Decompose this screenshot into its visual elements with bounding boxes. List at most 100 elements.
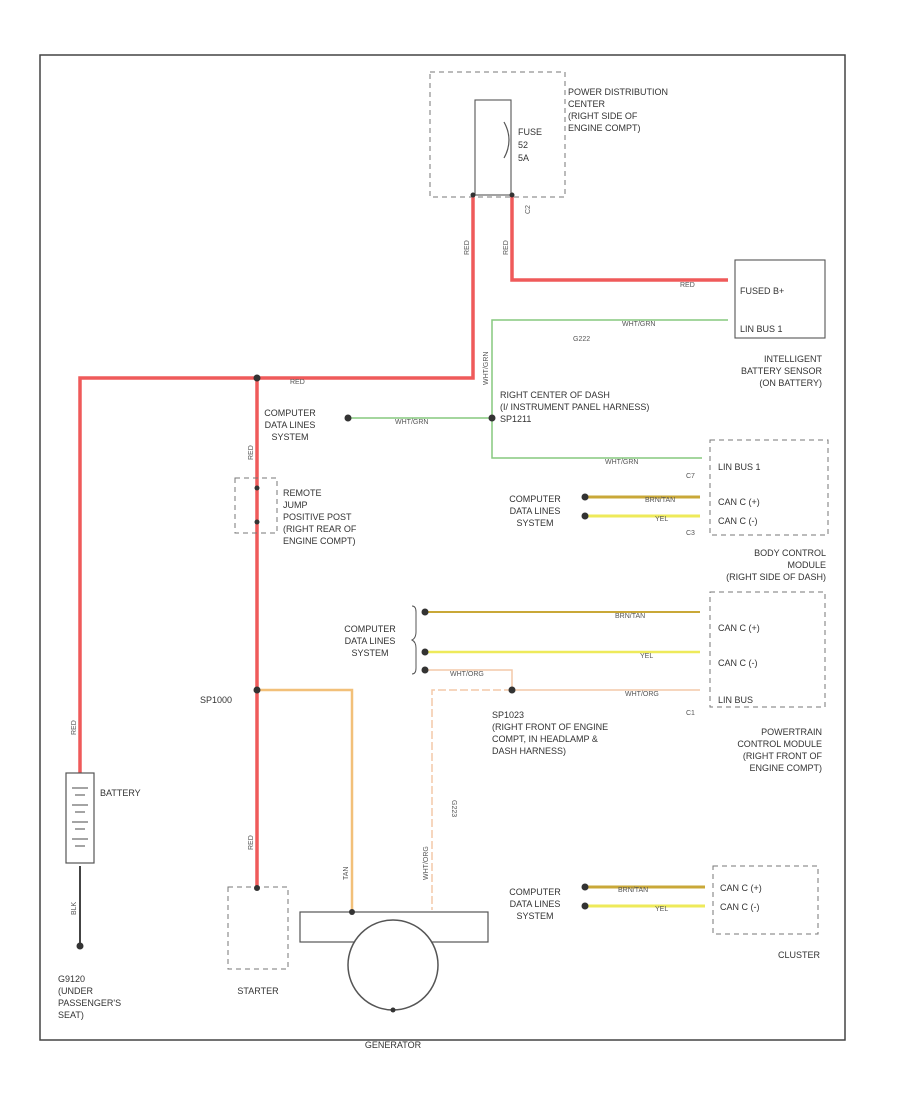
- wire-label-lin-vert: WHT/GRN: [483, 352, 490, 385]
- terminal-jump-2: [254, 519, 260, 525]
- wire-label-lin-bcm: WHT/GRN: [605, 459, 638, 466]
- svg-text:SP1211: SP1211: [500, 414, 531, 424]
- svg-text:DATA LINES: DATA LINES: [510, 899, 561, 909]
- wire-layer: [78, 195, 728, 946]
- svg-text:52: 52: [518, 140, 528, 150]
- svg-text:SYSTEM: SYSTEM: [271, 432, 308, 442]
- svg-text:POSITIVE POST: POSITIVE POST: [283, 512, 352, 522]
- svg-text:DASH HARNESS): DASH HARNESS): [492, 746, 566, 756]
- svg-text:POWER DISTRIBUTION: POWER DISTRIBUTION: [568, 87, 668, 97]
- svg-text:POWERTRAIN: POWERTRAIN: [761, 727, 822, 737]
- splice-sp-main: [253, 374, 261, 382]
- svg-text:FUSE: FUSE: [518, 127, 542, 137]
- pcm-pin-lin: LIN BUS: [718, 695, 753, 705]
- generator-label: GENERATOR: [365, 1040, 422, 1050]
- battery-cells: [72, 787, 88, 847]
- wire-label-ground: BLK: [71, 901, 78, 915]
- svg-text:SEAT): SEAT): [58, 1010, 84, 1020]
- terminal-cds-3c: [421, 666, 429, 674]
- svg-text:BATTERY SENSOR: BATTERY SENSOR: [741, 366, 823, 376]
- terminal-cds-1: [344, 414, 352, 422]
- connector-c2: C2: [525, 205, 532, 214]
- terminal-fuse-1: [470, 192, 476, 198]
- svg-text:COMPT, IN HEADLAMP &: COMPT, IN HEADLAMP &: [492, 734, 598, 744]
- fuse-label: FUSE 52 5A: [518, 127, 542, 163]
- wire-label-lin-ibs: WHT/GRN: [622, 321, 655, 328]
- svg-text:SYSTEM: SYSTEM: [516, 911, 553, 921]
- bcm-pin-can-hi: CAN C (+): [718, 497, 760, 507]
- svg-text:(RIGHT FRONT OF: (RIGHT FRONT OF: [743, 751, 823, 761]
- splice-sp1000: [253, 686, 261, 694]
- wire-label-red-top: RED: [290, 379, 305, 386]
- terminal-generator: [349, 909, 355, 915]
- ibs-label: INTELLIGENT BATTERY SENSOR (ON BATTERY): [741, 354, 823, 388]
- wire-label-can-hi-bcm: BRN/TAN: [645, 497, 675, 504]
- svg-text:(RIGHT SIDE OF: (RIGHT SIDE OF: [568, 111, 638, 121]
- battery-symbol: [65, 772, 95, 864]
- svg-text:MODULE: MODULE: [787, 560, 826, 570]
- terminal-cds-3b: [421, 648, 429, 656]
- svg-text:COMPUTER: COMPUTER: [344, 624, 396, 634]
- svg-text:SYSTEM: SYSTEM: [516, 518, 553, 528]
- terminal-cds-3a: [421, 608, 429, 616]
- cds-label-4: COMPUTER DATA LINES SYSTEM: [509, 887, 561, 921]
- ground-label: G9120 (UNDER PASSENGER'S SEAT): [58, 974, 121, 1020]
- svg-text:RIGHT CENTER OF DASH: RIGHT CENTER OF DASH: [500, 390, 610, 400]
- bcm-pin-lin: LIN BUS 1: [718, 462, 761, 472]
- wire-label-red-vert2: RED: [503, 240, 510, 255]
- wire-lin-pcm-cds: [425, 669, 513, 690]
- ibs-pin-fused: FUSED B+: [740, 286, 784, 296]
- terminal-jump-1: [254, 485, 260, 491]
- pcm-pin-can-lo: CAN C (-): [718, 658, 758, 668]
- starter-label: STARTER: [237, 986, 279, 996]
- wire-label-can-lo-pcm: YEL: [640, 653, 653, 660]
- fuse-symbol: [503, 121, 510, 159]
- connector-c1: C1: [686, 710, 695, 717]
- svg-text:JUMP: JUMP: [283, 500, 308, 510]
- wire-lin-generator: [431, 689, 512, 910]
- connector-c7: C7: [686, 473, 695, 480]
- starter-box: [227, 886, 289, 970]
- connector-c3: C3: [686, 530, 695, 537]
- junction-dots: [76, 192, 589, 1013]
- pcm-pin-can-hi: CAN C (+): [718, 623, 760, 633]
- terminal-fuse-2: [509, 192, 515, 198]
- svg-text:ENGINE COMPT): ENGINE COMPT): [283, 536, 356, 546]
- remote-jump-label: REMOTE JUMP POSITIVE POST (RIGHT REAR OF…: [283, 488, 357, 546]
- svg-text:(RIGHT REAR OF: (RIGHT REAR OF: [283, 524, 357, 534]
- svg-text:COMPUTER: COMPUTER: [509, 887, 561, 897]
- wire-label-lin-pcm: WHT/ORG: [625, 691, 659, 698]
- svg-text:5A: 5A: [518, 153, 529, 163]
- battery-label: BATTERY: [100, 788, 141, 798]
- bcm-pin-can-lo: CAN C (-): [718, 516, 758, 526]
- bcm-box: [709, 439, 829, 536]
- svg-text:DATA LINES: DATA LINES: [510, 506, 561, 516]
- splice-engine-label: SP1023 (RIGHT FRONT OF ENGINE COMPT, IN …: [492, 710, 608, 756]
- remote-jump-box: [234, 477, 278, 534]
- wire-label-lin-cds: WHT/GRN: [395, 419, 428, 426]
- cluster-pin-can-hi: CAN C (+): [720, 883, 762, 893]
- svg-text:PASSENGER'S: PASSENGER'S: [58, 998, 121, 1008]
- wire-label-red-mid: RED: [248, 445, 255, 460]
- pdc-label: POWER DISTRIBUTION CENTER (RIGHT SIDE OF…: [568, 87, 668, 133]
- cluster-label: CLUSTER: [778, 950, 821, 960]
- wire-label-can-lo-bcm: YEL: [655, 516, 668, 523]
- wire-label-red-vert1: RED: [464, 240, 471, 255]
- splice-dash-label: RIGHT CENTER OF DASH (I/ INSTRUMENT PANE…: [500, 390, 649, 424]
- ibs-pin-lin: LIN BUS 1: [740, 324, 783, 334]
- svg-text:DATA LINES: DATA LINES: [265, 420, 316, 430]
- diagram-frame: [39, 54, 846, 1041]
- pcm-label: POWERTRAIN CONTROL MODULE (RIGHT FRONT O…: [737, 727, 822, 773]
- svg-text:BODY CONTROL: BODY CONTROL: [754, 548, 826, 558]
- svg-text:CENTER: CENTER: [568, 99, 606, 109]
- svg-text:COMPUTER: COMPUTER: [264, 408, 316, 418]
- wire-label-lin-pcm-cds: WHT/ORG: [450, 671, 484, 678]
- wire-lin-ibs: [491, 319, 728, 459]
- cds-label-3: COMPUTER DATA LINES SYSTEM: [344, 624, 396, 658]
- sp1000-label: SP1000: [200, 695, 232, 705]
- wire-label-red-ibs: RED: [680, 282, 695, 289]
- wire-label-tan-gen: TAN: [343, 867, 350, 880]
- svg-text:(RIGHT FRONT OF ENGINE: (RIGHT FRONT OF ENGINE: [492, 722, 608, 732]
- svg-text:(I/ INSTRUMENT PANEL HARNESS): (I/ INSTRUMENT PANEL HARNESS): [500, 402, 649, 412]
- cds-bracket: [410, 605, 417, 675]
